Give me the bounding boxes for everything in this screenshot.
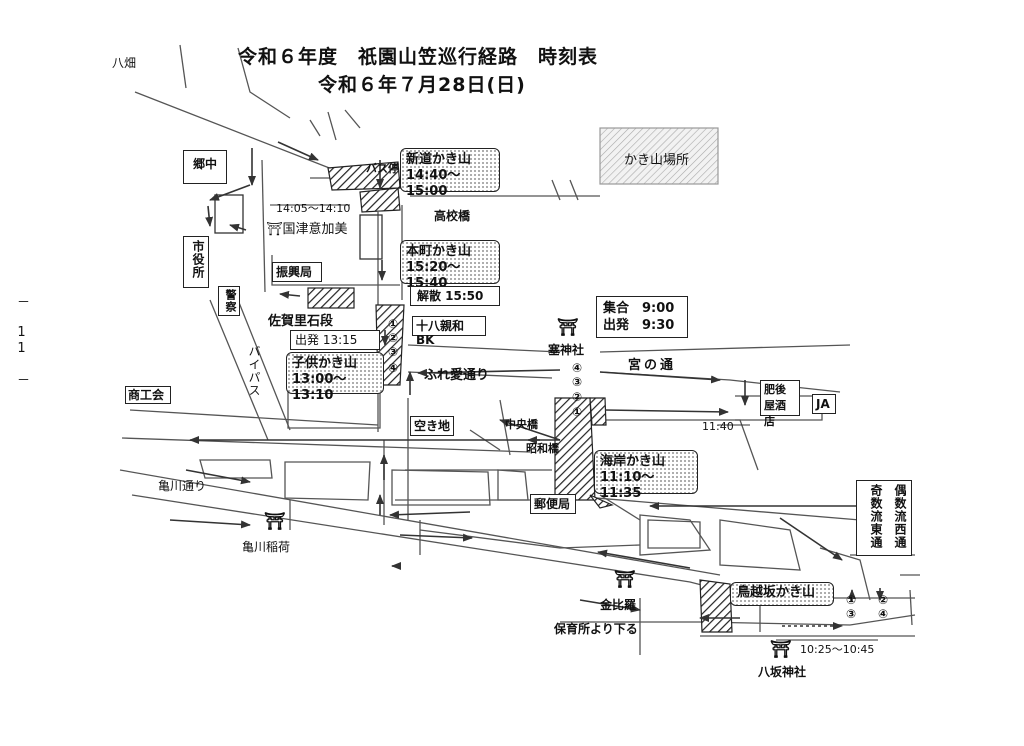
- stop-torigoezaka: 鳥越坂かき山: [730, 582, 834, 606]
- place-kusu-nishi: 偶数流西通: [893, 484, 907, 549]
- circled-1: ①: [388, 317, 399, 331]
- place-kamegawa-dori: 亀川通り: [158, 479, 207, 493]
- route-segments: [307, 127, 733, 633]
- circled-1b: ①: [572, 405, 583, 419]
- place-juhachi-bk: 十八親和BK: [412, 316, 486, 347]
- place-shokokai: 商工会: [125, 386, 171, 404]
- stream-labels: 偶数流西通 奇数流東通: [856, 480, 912, 556]
- circled-2c: ②: [878, 593, 889, 607]
- legend-label: かき山場所: [624, 153, 690, 168]
- stop-kaigan-time: 11:10～11:35: [600, 470, 655, 501]
- place-yasaka-jinja: 八坂神社: [758, 665, 807, 679]
- stop-shuppatsu-time: 出発 9:30: [603, 318, 675, 333]
- time-1405: 14:05～14:10: [276, 202, 351, 215]
- place-kamegawa-inari: 亀川稲荷: [242, 540, 291, 554]
- route-arrows: [169, 141, 884, 622]
- torii-icon-konpira: ⛩: [614, 570, 636, 590]
- place-shiyakusho: 市役所: [183, 236, 209, 288]
- time-1025: 10:25～10:45: [800, 643, 875, 656]
- place-hoikusho: 保育所より下る: [554, 622, 638, 636]
- place-kokuzu-ikami: 国津意加美: [282, 222, 348, 237]
- circled-3b: ③: [572, 375, 583, 389]
- place-chuo-bashi: 中央橋: [505, 418, 538, 431]
- torii-icon-sainokami: ⛩: [557, 318, 579, 338]
- circled-1c: ①: [846, 593, 857, 607]
- stop-kaigan: 海岸かき山 11:10～11:35: [594, 450, 698, 501]
- streets: [119, 44, 920, 655]
- place-gochu: 郷中: [183, 150, 227, 184]
- torii-icon-yasaka: ⛩: [770, 640, 792, 660]
- circled-4c: ④: [878, 607, 889, 621]
- place-miya-no-dori: 宮の通: [628, 358, 677, 373]
- stop-shinmichi-name: 新道かき山: [406, 152, 472, 167]
- stop-shugo: 集合 9:00 出発 9:30: [596, 296, 688, 338]
- place-yubinkyoku: 郵便局: [530, 494, 576, 514]
- place-konpira: 金比羅: [600, 598, 637, 612]
- map-title: 令和６年度 祇園山笠巡行経路 時刻表: [238, 46, 599, 68]
- place-bus-stop: バス停: [366, 162, 399, 175]
- stop-kodomo-name: 子供かき山: [292, 356, 358, 371]
- stop-honmachi-name: 本町かき山: [406, 244, 472, 259]
- place-sainokami-sha: 塞神社: [548, 343, 585, 357]
- stop-kodomo: 子供かき山 13:00～13:10: [286, 352, 384, 403]
- time-1140: 11:40: [702, 420, 734, 433]
- place-hachihata: 八畑: [112, 56, 137, 70]
- stop-honmachi: 本町かき山 15:20～15:40: [400, 240, 500, 291]
- place-bypass: バイパス: [247, 345, 261, 397]
- stop-kaigan-name: 海岸かき山: [600, 454, 666, 469]
- place-koko-bashi: 高校橋: [434, 209, 471, 223]
- stop-kodomo-time: 13:00～13:10: [292, 372, 347, 403]
- torii-icon: ⛩: [266, 222, 283, 237]
- stop-kodomo-start: 出発 13:15: [290, 330, 380, 350]
- circled-2b: ②: [572, 390, 583, 404]
- place-akichi: 空き地: [410, 416, 454, 436]
- stop-shinmichi: 新道かき山 14:40～15:00: [400, 148, 500, 199]
- circled-2: ②: [388, 331, 399, 345]
- circled-3c: ③: [846, 607, 857, 621]
- circled-3: ③: [388, 345, 399, 359]
- page-marker: － 11 －: [14, 295, 29, 387]
- stop-shinmichi-time: 14:40～15:00: [406, 168, 461, 199]
- stop-kaisan: 解散 15:50: [410, 286, 500, 306]
- map-date: 令和６年７月28日(日): [318, 74, 526, 96]
- buildings: [214, 194, 383, 260]
- place-sagari-ishidan: 佐賀里石段: [268, 314, 334, 329]
- torii-icon: ⛩: [264, 512, 286, 532]
- place-ja: JA: [812, 394, 836, 414]
- circled-4b: ④: [572, 361, 583, 375]
- place-fureai-dori: ふれ愛通り: [424, 368, 490, 383]
- torii-icon-kokuzu: ⛩国津意加美: [266, 218, 348, 237]
- place-keisatsu: 警察: [218, 286, 240, 316]
- place-kisu-higashi: 奇数流東通: [869, 484, 883, 549]
- place-higoya-saketen: 肥後屋酒店: [760, 380, 800, 428]
- place-showa-bashi: 昭和橋: [526, 442, 559, 455]
- place-shinkoukyoku: 振興局: [272, 262, 322, 282]
- stop-shugo-time: 集合 9:00: [603, 301, 675, 316]
- circled-4: ④: [388, 361, 399, 375]
